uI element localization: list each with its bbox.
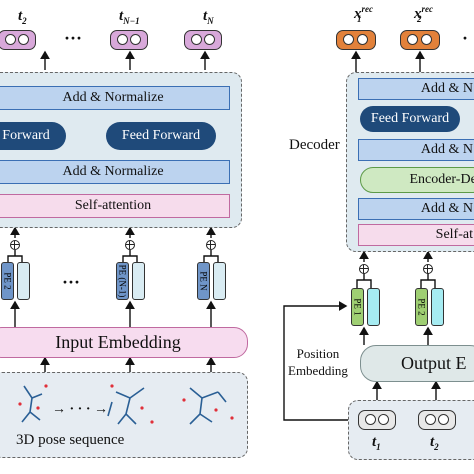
encoder-add-normalize-top: Add & Normalize: [0, 86, 230, 110]
position-embedding-label: Position Embedding: [288, 346, 348, 378]
decoder-add-normalize-1: Add & N: [358, 78, 474, 100]
encoder-pe-n-minus-1: PE (N-1): [116, 262, 129, 300]
decoder-add-normalize-3: Add & N: [358, 198, 474, 220]
encoder-pe-n: PE N: [197, 262, 210, 300]
decoder-encoder-decoder-attention: Encoder-Dec: [360, 167, 474, 193]
plus-circle-icon: [359, 264, 369, 274]
decoder-output-2: [400, 30, 440, 50]
skeleton-icon: [18, 384, 234, 425]
decoder-output-ellipsis: ·: [462, 28, 469, 48]
plus-circle-icon: [206, 240, 216, 250]
decoder-embedding-2: [431, 288, 444, 326]
decoder-panel: [346, 72, 474, 252]
decoder-input-panel: [348, 400, 474, 460]
encoder-token-n-minus-1-label: tN−1: [119, 8, 140, 26]
encoder-embedding-n-minus-1: [132, 262, 145, 300]
decoder-pe-1: PE 1: [351, 288, 364, 326]
decoder-embedding-1: [367, 288, 380, 326]
decoder-input-2-label: t2: [430, 434, 439, 452]
plus-circle-icon: [10, 240, 20, 250]
encoder-token-2: [0, 30, 36, 50]
input-embedding: Input Embedding: [0, 327, 248, 358]
decoder-self-attention: Self-at: [358, 224, 474, 246]
encoder-embedding-n: [213, 262, 226, 300]
encoder-embedding-2: [17, 262, 30, 300]
pose-sequence-panel: [0, 372, 248, 458]
plus-circle-icon: [423, 264, 433, 274]
encoder-token-ellipsis: ···: [64, 28, 83, 48]
decoder-output-1-label: xrec1: [354, 4, 373, 24]
decoder-add-normalize-2: Add & N: [358, 139, 474, 161]
decoder-title: Decoder: [289, 137, 340, 153]
encoder-token-n-minus-1: [110, 30, 148, 50]
encoder-add-normalize-mid: Add & Normalize: [0, 160, 230, 184]
decoder-output-2-label: xrec2: [414, 4, 433, 24]
encoder-token-n-label: tN: [203, 8, 214, 26]
encoder-token-n: [184, 30, 222, 50]
output-embedding: Output E: [360, 345, 474, 382]
pose-sequence-label: 3D pose sequence: [16, 432, 125, 448]
encoder-feed-forward-left: Forward: [0, 122, 66, 150]
encoder-feed-forward-right: Feed Forward: [106, 122, 216, 150]
encoder-token-2-label: t2: [18, 8, 27, 26]
decoder-input-1-label: t1: [372, 434, 381, 452]
decoder-pe-2: PE 2: [415, 288, 428, 326]
plus-circle-icon: [125, 240, 135, 250]
decoder-input-2: [418, 410, 456, 430]
encoder-self-attention: Self-attention: [0, 194, 230, 218]
decoder-input-1: [358, 410, 396, 430]
decoder-feed-forward: Feed Forward: [360, 106, 460, 132]
encoder-pe-ellipsis: ···: [62, 272, 81, 292]
pose-sequence-arrows: → · · · →: [52, 402, 109, 417]
decoder-output-1: [336, 30, 376, 50]
encoder-pe-2: PE 2: [1, 262, 14, 300]
